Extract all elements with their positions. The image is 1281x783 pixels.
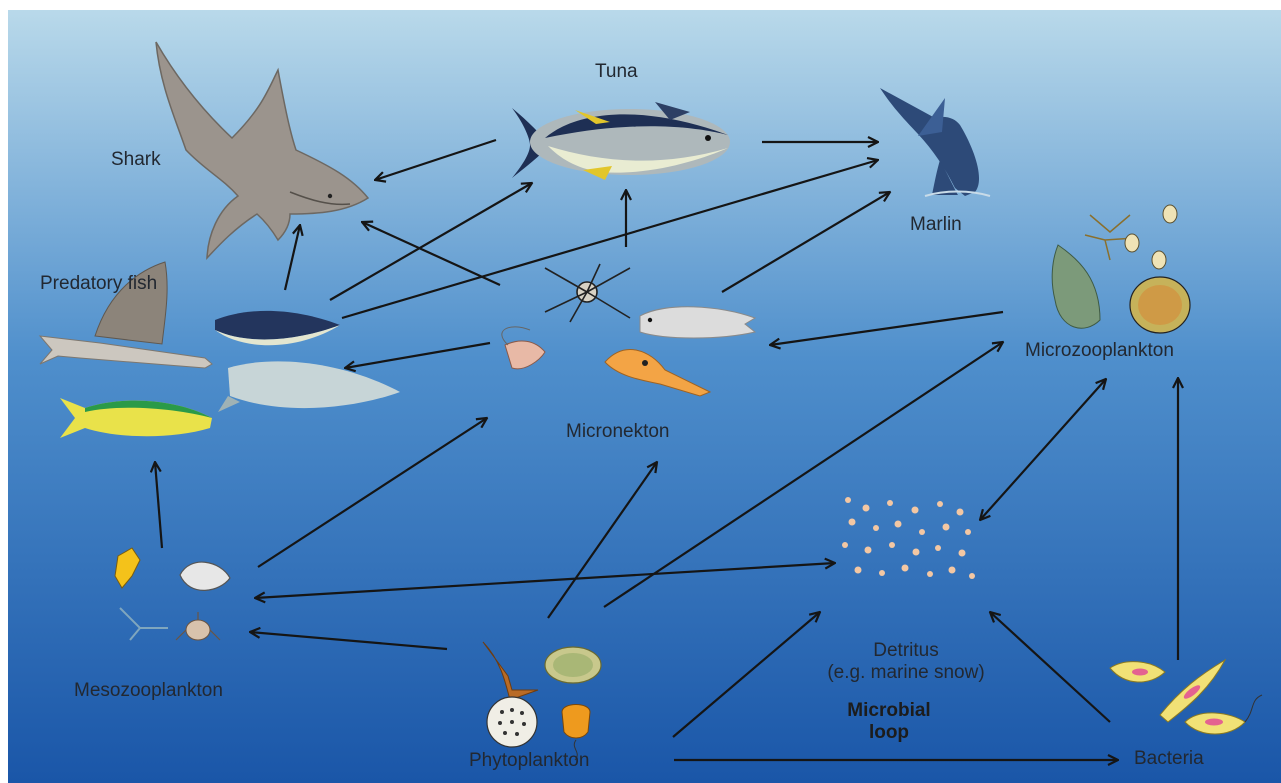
label-bacteria: Bacteria [1134,748,1204,770]
label-microzooplankton: Microzooplankton [1025,340,1174,362]
label-microbial-loop-line2: loop [847,722,930,744]
label-micronekton: Micronekton [566,421,670,443]
label-tuna: Tuna [595,61,638,83]
label-microbial-loop-line1: Microbial [847,700,930,722]
label-predatory-fish: Predatory fish [40,273,157,295]
label-shark: Shark [111,149,161,171]
label-phytoplankton: Phytoplankton [469,750,589,772]
label-detritus-line1: Detritus [827,640,984,662]
label-detritus-line2: (e.g. marine snow) [827,662,984,684]
label-detritus: Detritus (e.g. marine snow) [827,640,984,684]
label-microbial-loop: Microbial loop [847,700,930,744]
label-mesozooplankton: Mesozooplankton [74,680,223,702]
label-marlin: Marlin [910,214,962,236]
